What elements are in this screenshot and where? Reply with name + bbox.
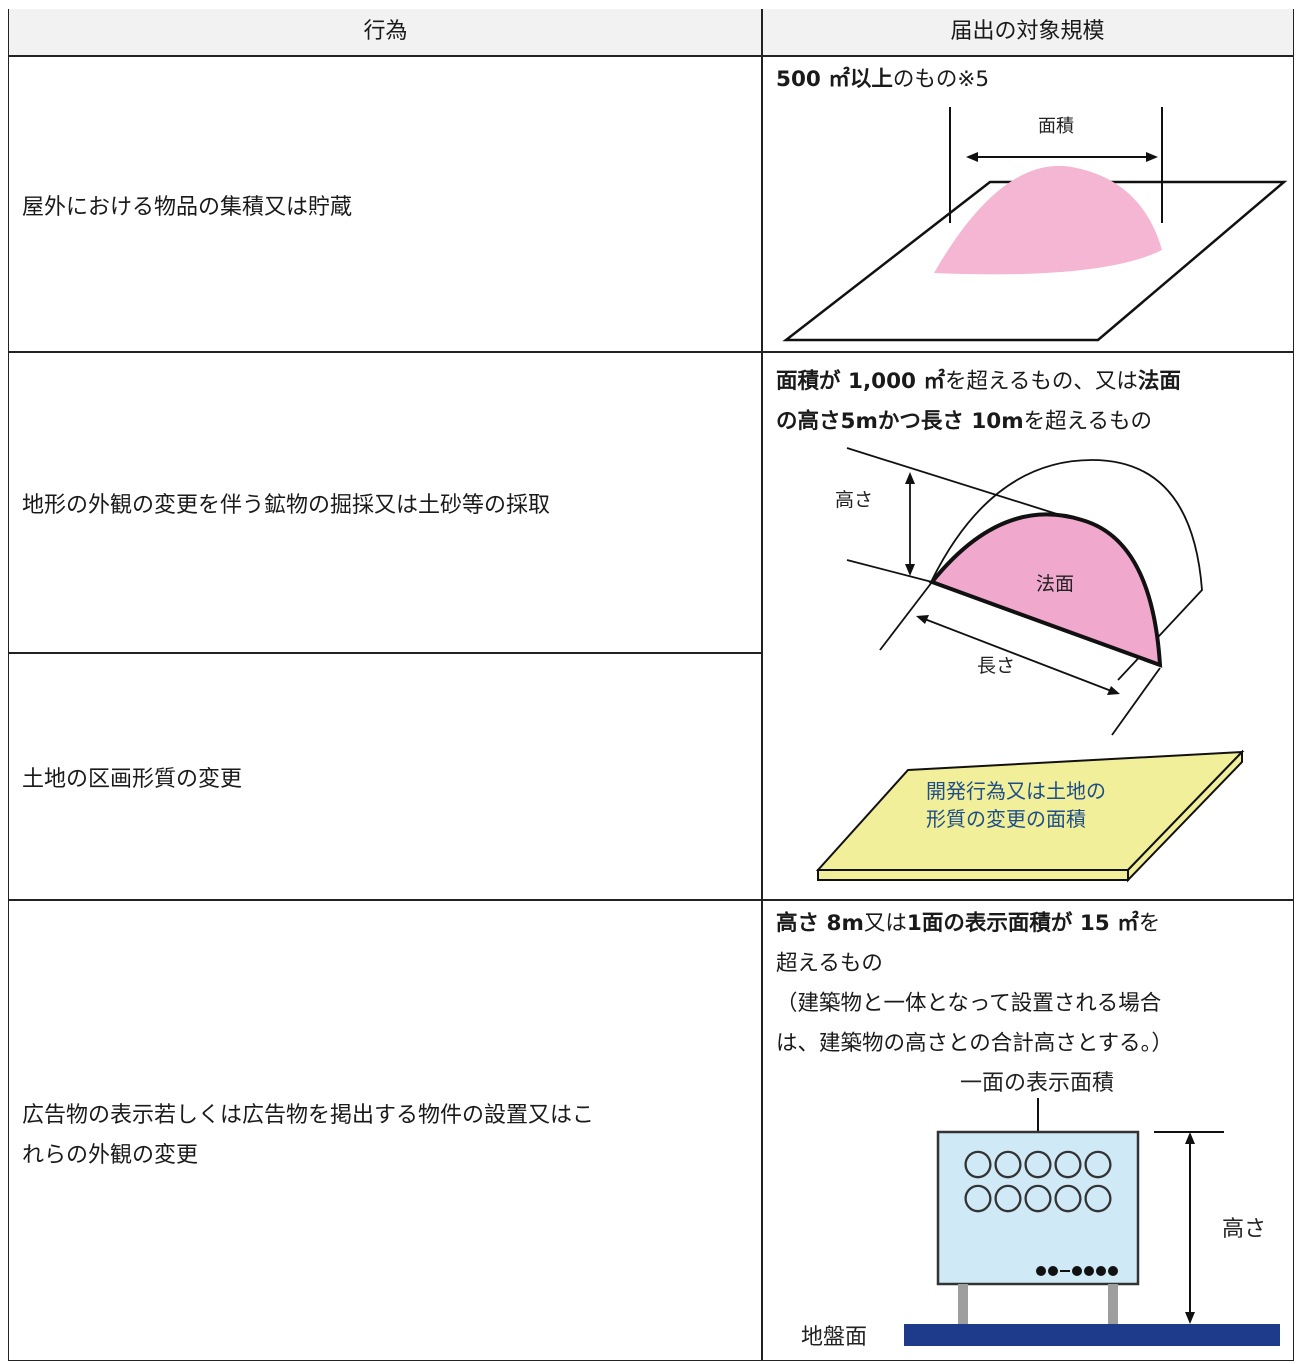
row4-scale-bold-area: 1面の表示面積が 15 ㎡	[906, 911, 1139, 936]
sign-dots	[1036, 1266, 1118, 1276]
sign-row1: 〇〇〇〇〇	[963, 1149, 1113, 1184]
base-line-2	[879, 581, 933, 651]
length-arrowhead-left	[916, 615, 929, 624]
column-divider	[761, 9, 763, 1361]
dim-arrowhead-left	[966, 152, 978, 162]
row3-action: 土地の区画形質の変更	[22, 767, 243, 792]
row4-scale-text-2: を	[1138, 911, 1161, 936]
slope-face	[928, 512, 1163, 668]
excavation-outline	[931, 459, 1203, 681]
sign-height-arrowhead-bottom	[1185, 1312, 1195, 1324]
header-divider	[8, 55, 1294, 57]
ground-label: 地盤面	[801, 1325, 867, 1350]
length-arrow-line	[921, 617, 1115, 693]
row1-scale: 500 ㎡以上のもの※5	[776, 60, 1292, 100]
signboard	[936, 1130, 1140, 1286]
row4-action: 広告物の表示若しくは広告物を掲出する物件の設置又はこ れらの外観の変更	[22, 1096, 594, 1176]
row4-action-line1: 広告物の表示若しくは広告物を掲出する物件の設置又はこ	[22, 1103, 595, 1128]
length-label: 長さ	[977, 655, 1015, 677]
row-divider-3	[8, 899, 1294, 901]
row4-scale-bold-height: 高さ 8m	[776, 911, 864, 936]
row4-scale: 高さ 8m又は1面の表示面積が 15 ㎡を 超えるもの （建築物と一体となって設…	[776, 904, 1292, 1064]
row2-action: 地形の外観の変更を伴う鉱物の掘採又は土砂等の採取	[22, 493, 551, 518]
development-plate-side	[1127, 749, 1243, 883]
base-line-3	[1111, 667, 1161, 736]
length-arrowhead-right	[1107, 686, 1120, 695]
storage-area-label: 面積	[1038, 116, 1074, 137]
base-line	[846, 559, 933, 583]
row2-scale-bold-area: 面積が 1,000 ㎡	[776, 369, 945, 394]
sign-post-right	[1108, 1284, 1118, 1324]
development-label-line1: 開発行為又は土地の	[926, 779, 1106, 803]
dim-arrowhead-right	[1146, 152, 1158, 162]
row4-scale-line3: （建築物と一体となって設置される場合	[776, 991, 1162, 1016]
row4-scale-line4: は、建築物の高さとの合計高さとする。）	[776, 1031, 1173, 1056]
row4-scale-line2: 超えるもの	[776, 951, 883, 976]
development-label-line2: 形質の変更の面積	[926, 807, 1086, 831]
row-divider-2	[8, 652, 762, 654]
sign-face-label: 一面の表示面積	[960, 1071, 1114, 1096]
row2-scale: 面積が 1,000 ㎡を超えるもの、又は法面 の高さ5mかつ長さ 10mを超える…	[776, 362, 1292, 442]
height-label: 高さ	[835, 489, 873, 511]
top-slope-line	[846, 447, 1093, 526]
row2-scale-text-1: を超えるもの、又は	[944, 369, 1138, 394]
sign-height-arrowhead-top	[1185, 1132, 1195, 1144]
row-divider-1	[8, 351, 1294, 353]
storage-diagram: 面積	[782, 107, 1288, 342]
row2-scale-bold-dims: の高さ5mかつ長さ 10m	[776, 409, 1024, 434]
excavation-diagram: 高さ 法面 長さ 開発行為又は土地の 形質の変更の面積	[815, 447, 1245, 883]
header-action: 行為	[363, 19, 408, 44]
sign-post-left	[958, 1284, 968, 1324]
signboard-diagram: 一面の表示面積 〇〇〇〇〇 〇〇〇〇〇 高さ 地盤面	[801, 1071, 1280, 1350]
storage-ground-plane	[782, 180, 1288, 342]
development-plate-front	[817, 869, 1129, 881]
row4-scale-text-1: 又は	[863, 911, 907, 936]
height-arrowhead-top	[905, 472, 915, 484]
row2-scale-bold-slope: 法面	[1137, 369, 1181, 394]
storage-pile	[934, 165, 1162, 275]
header-scale: 届出の対象規模	[950, 19, 1105, 44]
table-header-bg	[9, 9, 1293, 55]
row1-scale-rest: のもの※5	[892, 67, 990, 92]
row4-action-line2: れらの外観の変更	[22, 1143, 199, 1168]
slope-label: 法面	[1036, 573, 1074, 595]
sign-height-label: 高さ	[1222, 1217, 1266, 1242]
row1-scale-bold: 500 ㎡以上	[776, 67, 893, 92]
height-arrowhead-bottom	[905, 564, 915, 576]
ground-surface	[904, 1324, 1280, 1346]
sign-row2: 〇〇〇〇〇	[963, 1183, 1113, 1218]
row1-action: 屋外における物品の集積又は貯蔵	[22, 195, 353, 220]
row2-scale-text-2: を超えるもの	[1023, 409, 1153, 434]
